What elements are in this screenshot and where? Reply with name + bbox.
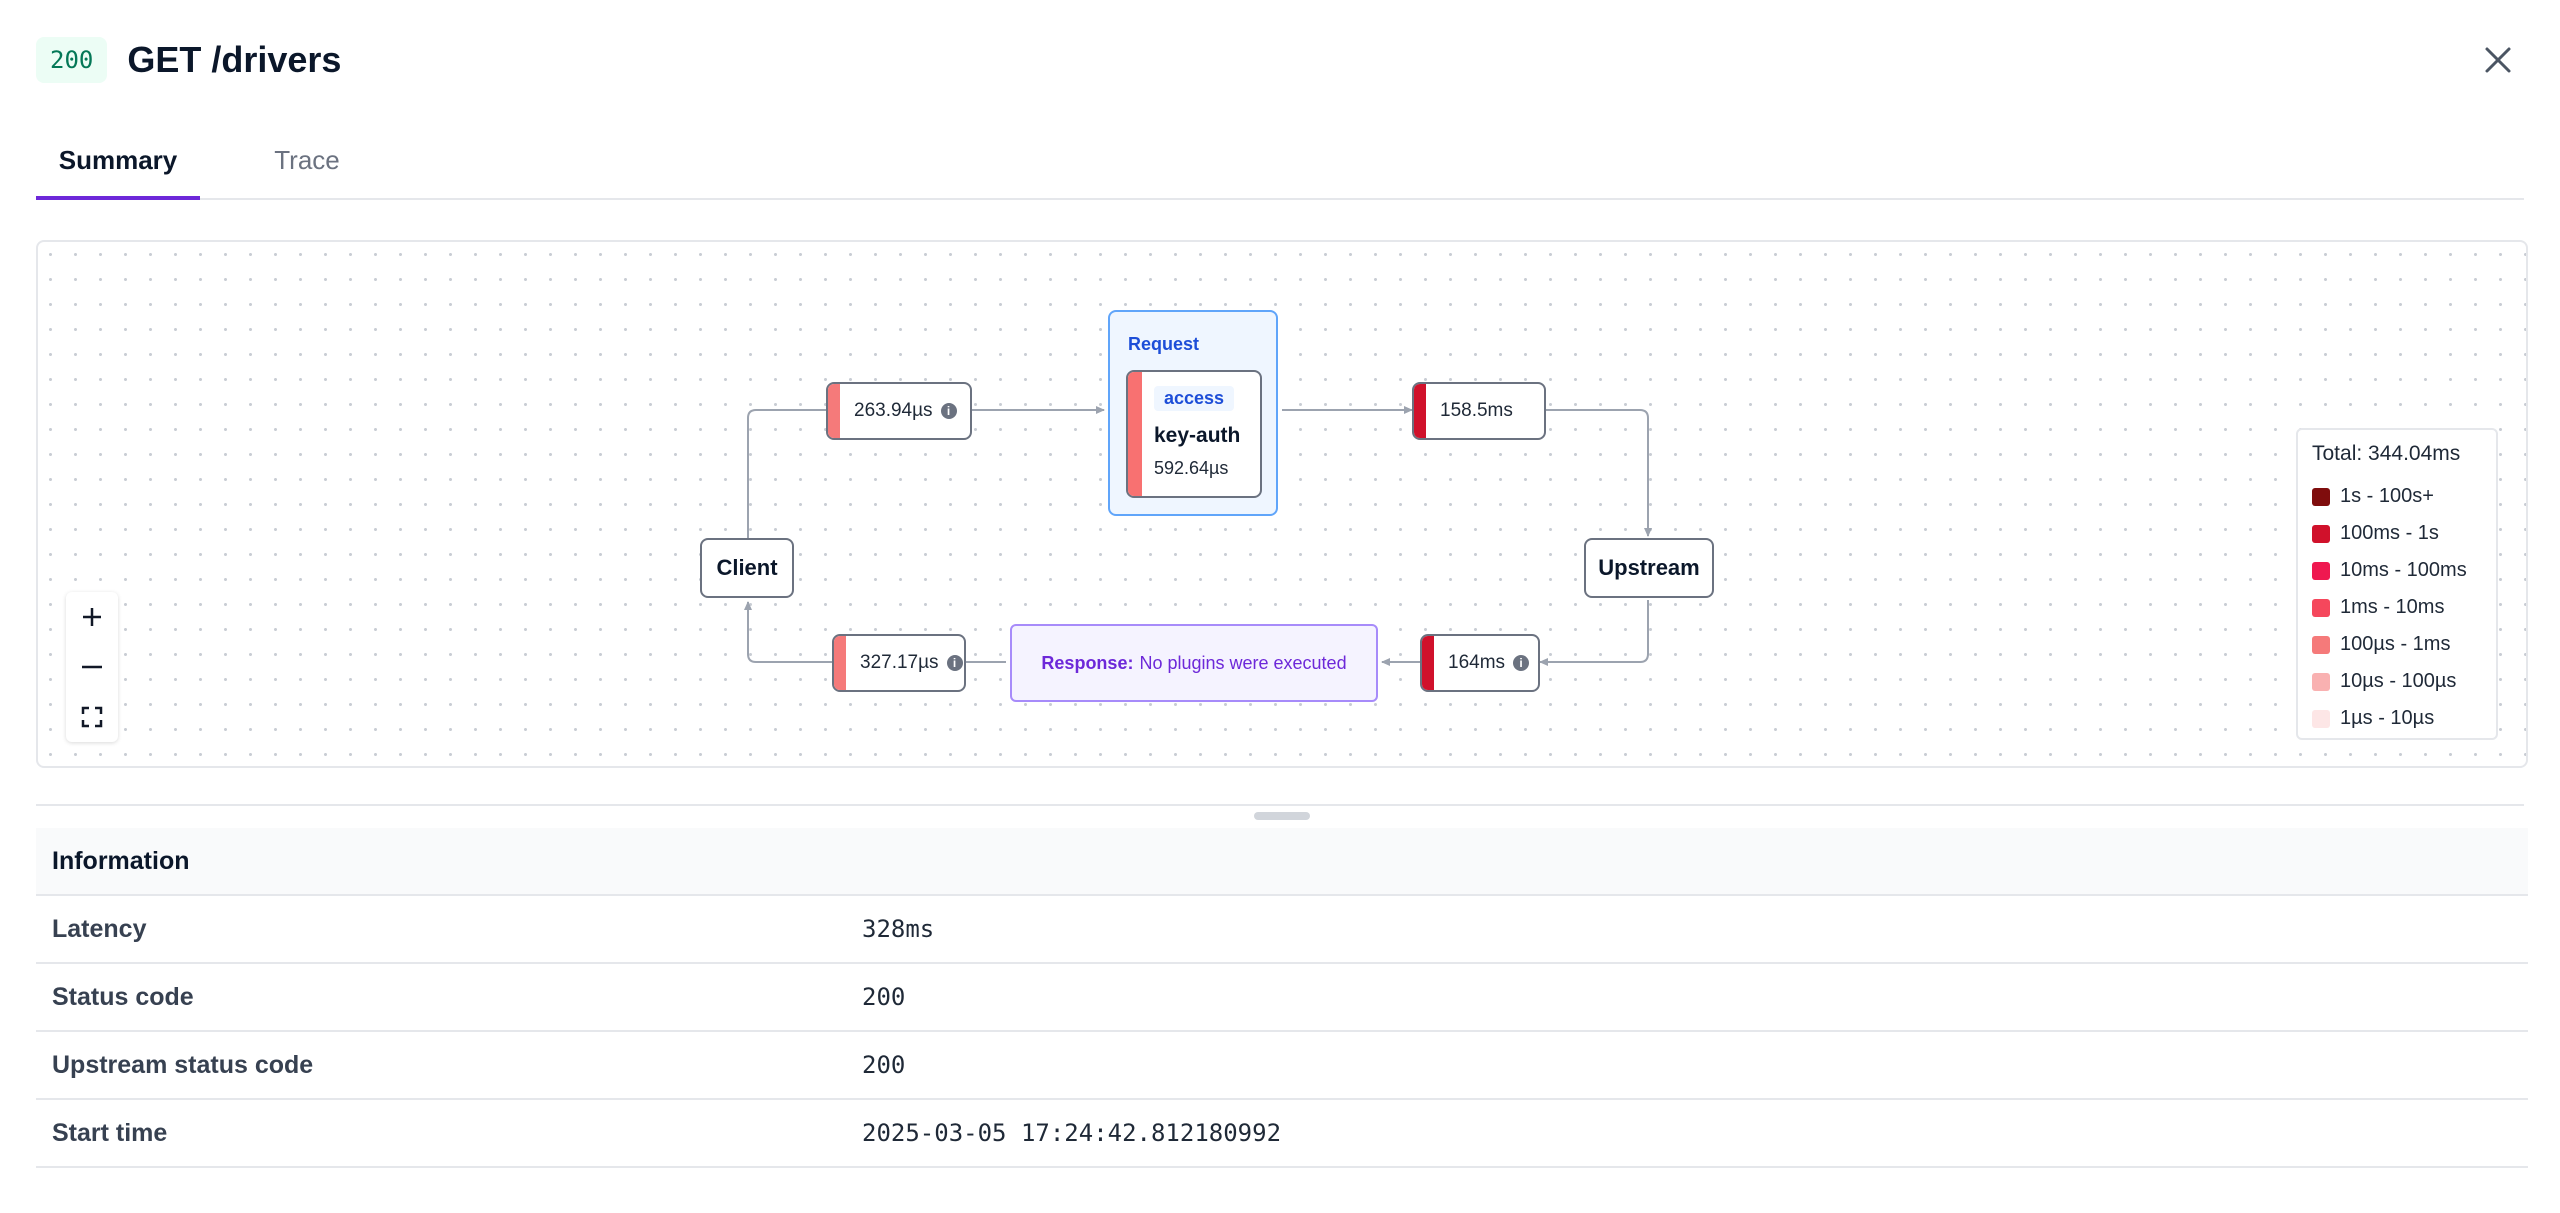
latency-client-to-request[interactable]: 263.94µs i [826, 382, 972, 440]
page-title: GET /drivers [127, 39, 342, 80]
legend-label: 10µs - 100µs [2340, 670, 2457, 692]
close-icon [2485, 47, 2511, 73]
table-row: Start time 2025-03-05 17:24:42.812180992 [36, 1100, 2528, 1168]
active-tab-indicator [36, 196, 200, 200]
legend-item: 100ms - 1s [2312, 515, 2482, 552]
info-label: Latency [52, 914, 147, 943]
latency-response-to-client[interactable]: 327.17µs i [832, 634, 966, 692]
legend-label: 10ms - 100ms [2340, 559, 2467, 581]
legend-swatch [2312, 561, 2330, 580]
panel-header: 200 GET /drivers [36, 36, 341, 84]
request-group-label: Request [1128, 334, 1200, 354]
latency-bar [834, 636, 846, 690]
section-divider [36, 804, 2524, 806]
zoom-controls [66, 592, 118, 742]
zoom-in-button[interactable] [66, 592, 118, 642]
legend-swatch [2312, 635, 2330, 654]
fit-view-icon [81, 706, 103, 728]
flow-canvas[interactable]: Client Upstream 263.94µs i 158.5ms 164ms… [36, 240, 2528, 768]
phase-badge: access [1154, 386, 1235, 411]
latency-upstream-to-response[interactable]: 164ms i [1420, 634, 1540, 692]
tab-trace[interactable]: Trace [274, 144, 340, 175]
flow-edges [744, 406, 1652, 666]
legend-label: 1ms - 10ms [2340, 596, 2445, 618]
legend-swatch [2312, 672, 2330, 691]
legend-label: 100µs - 1ms [2340, 633, 2451, 655]
plus-icon [83, 608, 101, 626]
tab-summary[interactable]: Summary [58, 144, 178, 175]
edge-client-to-latency1 [747, 409, 826, 538]
info-value: 2025-03-05 17:24:42.812180992 [862, 1119, 1282, 1147]
close-button[interactable] [2476, 38, 2520, 82]
legend-swatch [2312, 524, 2330, 543]
fit-view-button[interactable] [66, 692, 118, 742]
edge-upstream-to-latency3 [1539, 600, 1649, 666]
tab-bar: Summary Trace [36, 120, 2524, 200]
upstream-node[interactable]: Upstream [1584, 538, 1714, 598]
response-label: Response: [1041, 652, 1134, 673]
info-icon[interactable]: i [1513, 655, 1530, 671]
latency-bar [828, 384, 840, 438]
legend-swatch [2312, 709, 2330, 728]
plugin-name: key-auth [1154, 424, 1241, 447]
client-node[interactable]: Client [700, 538, 794, 598]
request-phase-group[interactable]: Request access key-auth 592.64µs [1108, 310, 1278, 516]
info-label: Status code [52, 982, 194, 1011]
minus-icon [82, 665, 102, 669]
resize-handle[interactable] [1254, 812, 1310, 820]
edge-latency2-to-upstream [1546, 409, 1652, 537]
legend-item: 10ms - 100ms [2312, 552, 2482, 589]
latency-bar [1128, 372, 1142, 496]
info-value: 200 [862, 1051, 906, 1079]
information-heading: Information [36, 828, 2528, 896]
info-icon[interactable]: i [940, 403, 957, 419]
latency-bar [1414, 384, 1426, 438]
legend-item: 1s - 100s+ [2312, 478, 2482, 515]
legend-item: 10µs - 100µs [2312, 663, 2482, 700]
legend-total: Total: 344.04ms [2312, 442, 2461, 465]
latency-bar [1422, 636, 1434, 690]
info-label: Start time [52, 1118, 168, 1147]
latency-request-to-upstream[interactable]: 158.5ms [1412, 382, 1546, 440]
plugin-latency: 592.64µs [1154, 458, 1229, 478]
legend-label: 1s - 100s+ [2340, 485, 2434, 507]
table-row: Latency 328ms [36, 896, 2528, 964]
legend-item: 100µs - 1ms [2312, 626, 2482, 663]
edge-latency4-to-client [744, 601, 832, 663]
legend-swatch [2312, 598, 2330, 617]
info-value: 328ms [862, 915, 935, 943]
plugin-card-key-auth[interactable]: access key-auth 592.64µs [1126, 370, 1262, 498]
info-value: 200 [862, 983, 906, 1011]
legend-item: 1ms - 10ms [2312, 589, 2482, 626]
info-label: Upstream status code [52, 1050, 314, 1079]
response-phase-group[interactable]: Response: No plugins were executed [1010, 624, 1378, 702]
info-icon[interactable]: i [946, 655, 963, 671]
legend-label: 100ms - 1s [2340, 522, 2439, 544]
legend-item: 1µs - 10µs [2312, 700, 2482, 737]
legend-swatch [2312, 487, 2330, 506]
latency-legend: Total: 344.04ms 1s - 100s+ 100ms - 1s 10ms… [2296, 428, 2498, 740]
legend-label: 1µs - 10µs [2340, 707, 2435, 729]
table-row: Status code 200 [36, 964, 2528, 1032]
status-badge: 200 [36, 37, 108, 83]
table-row: Upstream status code 200 [36, 1032, 2528, 1100]
zoom-out-button[interactable] [66, 642, 118, 692]
response-text: No plugins were executed [1139, 652, 1347, 673]
